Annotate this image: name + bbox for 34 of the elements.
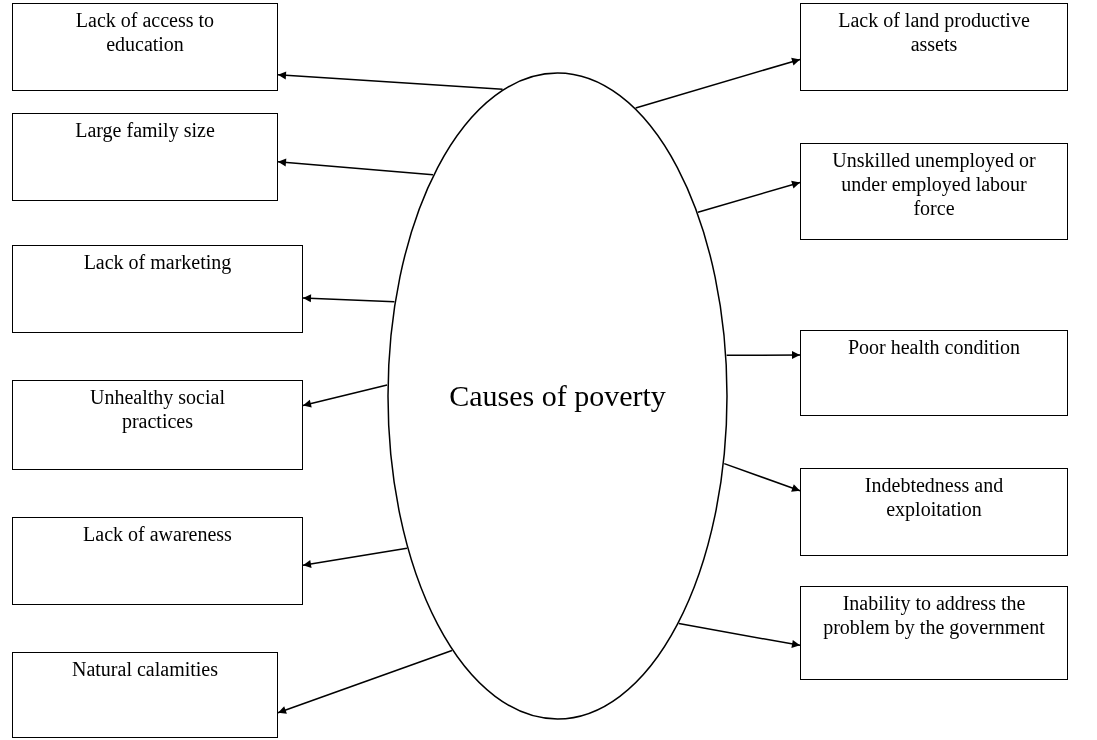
arrow [678, 622, 801, 648]
arrow [725, 351, 801, 360]
cause-box [800, 3, 1068, 91]
arrow [302, 294, 396, 303]
arrow [697, 180, 801, 213]
cause-box [12, 3, 278, 91]
cause-box [12, 113, 278, 201]
cause-label: Large family size [75, 118, 215, 142]
cause-box [800, 330, 1068, 416]
arrow [634, 57, 801, 109]
cause-label: Lack of access to education [74, 8, 216, 56]
cause-label: Inability to address the problem by the government [822, 591, 1046, 639]
cause-box [800, 586, 1068, 680]
center-title: Causes of poverty [449, 379, 666, 413]
cause-label: Unhealthy social practices [89, 385, 226, 433]
cause-box [12, 245, 303, 333]
cause-label: Natural calamities [71, 657, 218, 681]
arrow [277, 71, 504, 91]
arrow [277, 649, 453, 714]
cause-label: Lack of awareness [83, 522, 232, 546]
cause-label: Poor health condition [847, 335, 1021, 359]
cause-box [12, 380, 303, 470]
arrow [723, 462, 801, 492]
arrow [302, 384, 388, 408]
cause-label: Indebtedness and exploitation [863, 473, 1005, 521]
cause-label: Lack of marketing [83, 250, 232, 274]
cause-box [12, 517, 303, 605]
cause-box [800, 143, 1068, 240]
arrow [277, 158, 434, 176]
cause-box [12, 652, 278, 738]
cause-label: Unskilled unemployed or under employed labour force [831, 148, 1037, 220]
cause-label: Lack of land productive assets [837, 8, 1031, 56]
arrow [302, 547, 408, 568]
cause-box [800, 468, 1068, 556]
